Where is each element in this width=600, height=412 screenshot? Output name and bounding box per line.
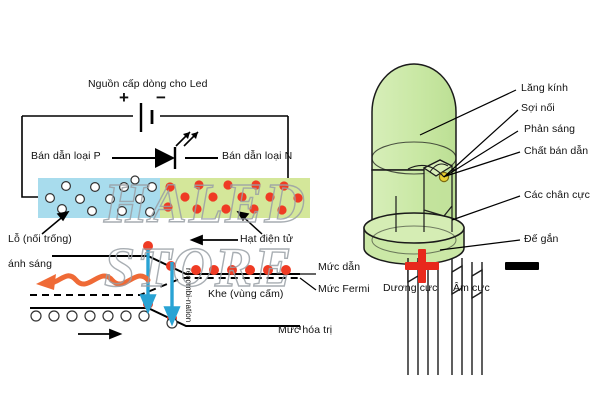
conduction-band-label: Mức dẫn xyxy=(318,261,361,273)
band-holes xyxy=(30,310,150,322)
flow-arrows xyxy=(78,234,238,340)
band-electrons xyxy=(143,241,291,275)
internal-posts xyxy=(395,196,453,232)
fermi-level-line xyxy=(30,277,300,296)
valence-band-line xyxy=(30,307,300,327)
lead-wires xyxy=(407,258,483,375)
anode-label: Dương cực xyxy=(383,282,438,294)
battery-plus-sign: + xyxy=(119,88,130,107)
callout-base: Đế gắn xyxy=(524,233,559,245)
power-source-label: Nguồn cấp dòng cho Led xyxy=(88,78,208,90)
electron-label: Hạt điện tử xyxy=(240,233,294,245)
band-gap-label: Khe (vùng cấm) xyxy=(208,288,284,300)
band-label-leaders xyxy=(299,273,317,330)
callout-reflector: Phản sáng xyxy=(524,123,576,135)
light-wave-arrow xyxy=(36,273,151,290)
callout-leads: Các chân cực xyxy=(524,189,591,201)
callout-bond-wire: Sợi nối xyxy=(521,102,555,114)
hole-carriers xyxy=(44,175,158,218)
valence-band-label: Mức hóa trị xyxy=(278,324,333,336)
carrier-pointers xyxy=(41,210,263,235)
led-diode-symbol xyxy=(112,131,218,169)
n-type-label: Bán dẫn loại N xyxy=(222,150,293,162)
light-label: ánh sáng xyxy=(8,258,53,270)
callout-leaders xyxy=(419,89,521,251)
cathode-label: Âm cực xyxy=(453,282,490,294)
fermi-level-label: Mức Fermi xyxy=(318,283,370,295)
electron-carriers xyxy=(163,180,303,215)
p-type-label: Bán dẫn loại P xyxy=(31,150,101,162)
callout-lens: Lăng kính xyxy=(521,82,569,94)
led-body xyxy=(363,63,465,266)
recombination-arrows xyxy=(139,250,181,327)
recombination-label: recombi-nation xyxy=(184,268,193,323)
reflector-cup xyxy=(422,159,454,217)
battery-minus-sign: − xyxy=(156,88,167,107)
hole-label: Lỗ (nối trống) xyxy=(8,233,72,245)
cathode-minus-mark xyxy=(505,262,539,270)
battery-symbol xyxy=(139,103,154,132)
callout-semiconductor: Chất bán dẫn xyxy=(524,145,589,157)
bond-wire xyxy=(407,164,445,178)
anode-plus-mark xyxy=(405,249,439,283)
